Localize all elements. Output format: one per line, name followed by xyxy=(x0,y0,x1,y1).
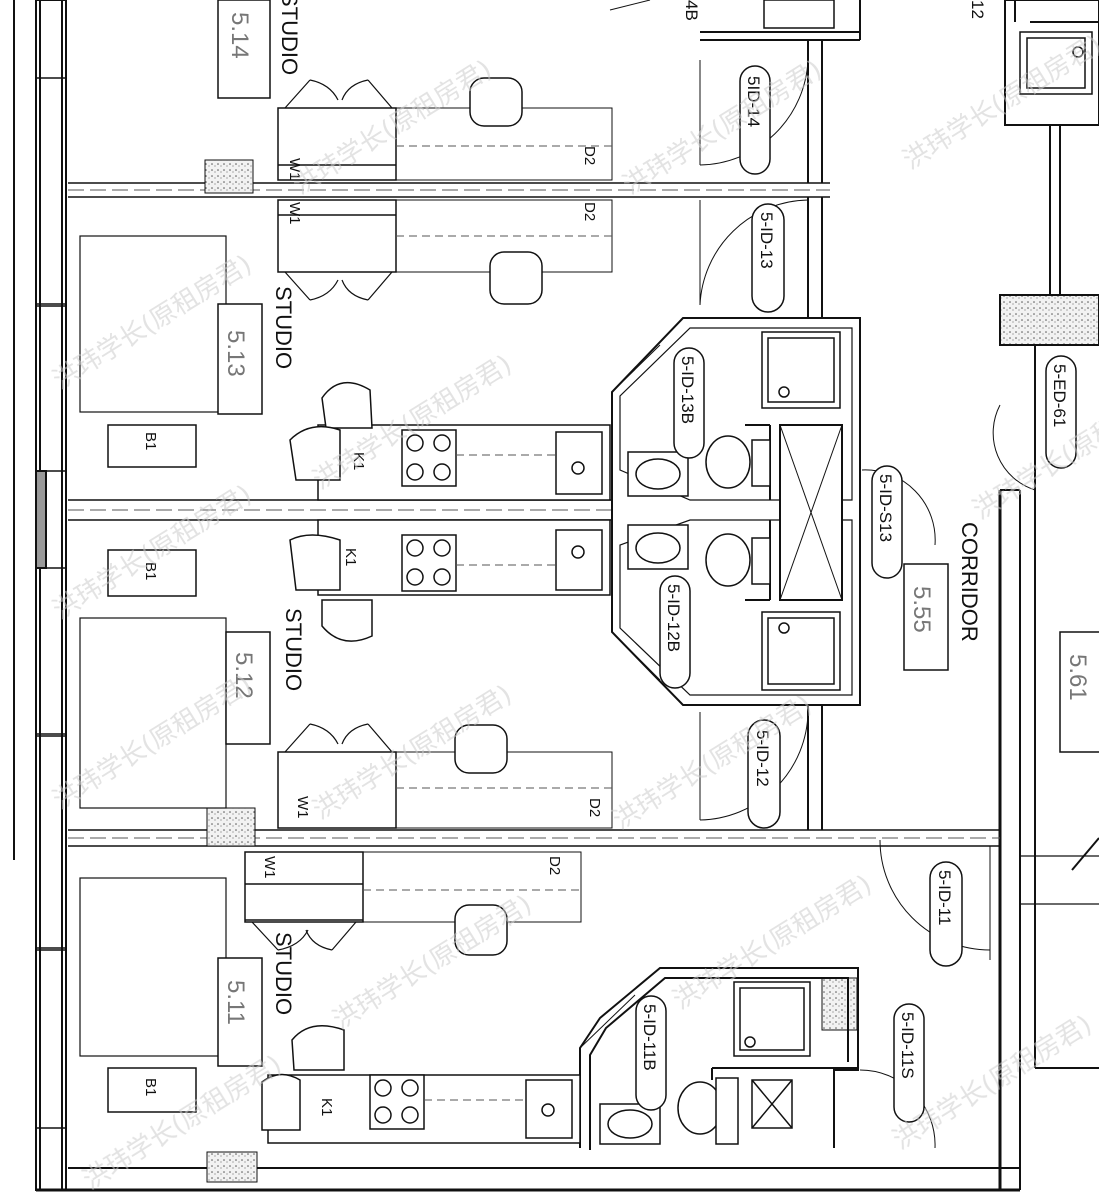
door-tag-5-ed-61: 5-ED-61 xyxy=(1050,364,1069,427)
bathroom-pod-11b xyxy=(579,967,859,1150)
label-d2: D2 xyxy=(586,798,603,817)
room-labels: STUDIO 5.14 STUDIO 5.13 STUDIO 5.12 STUD… xyxy=(222,0,1091,1025)
dashed-guides xyxy=(363,145,612,1101)
door-tag-5id-14: 5ID-14 xyxy=(744,76,763,127)
door-tag-5-id-11: 5-ID-11 xyxy=(935,870,954,925)
fixture-labels: W1 D2 W1 D2 K1 K1 B1 B1 W1 D2 W1 D2 K1 B… xyxy=(142,146,603,1116)
door-tag-top-4b: 4B xyxy=(682,0,701,21)
door-tag-top-12: 12 xyxy=(968,0,987,19)
door-tag-5-id-12b: 5-ID-12B xyxy=(664,584,683,652)
watermark: 洪玮学长(原租房君) xyxy=(968,380,1099,526)
door-tag-5-id-s13: 5-ID-S13 xyxy=(876,474,895,542)
door-tag-5-id-13: 5-ID-13 xyxy=(757,212,776,269)
door-tag-5-id-12: 5-ID-12 xyxy=(753,730,772,787)
door-tag-5-id-11b: 5-ID-11B xyxy=(640,1004,659,1071)
label-b1: B1 xyxy=(142,562,159,580)
room-5-55-number: 5.55 xyxy=(908,586,935,633)
label-k1: K1 xyxy=(350,452,367,470)
showers xyxy=(733,0,1093,1057)
label-b1: B1 xyxy=(142,432,159,450)
label-b1: B1 xyxy=(142,1078,159,1096)
room-number-boxes xyxy=(217,0,1099,1067)
label-d2: D2 xyxy=(581,146,598,165)
room-5-55-name: CORRIDOR xyxy=(957,522,982,642)
label-w1: W1 xyxy=(294,796,311,819)
watermark: 洪玮学长(原租房君) xyxy=(898,30,1099,176)
door-tag-shapes xyxy=(635,65,1077,1123)
room-5-61-number: 5.61 xyxy=(1064,654,1091,701)
label-w1: W1 xyxy=(286,158,303,181)
furniture xyxy=(79,77,613,1144)
label-w1: W1 xyxy=(261,856,278,879)
room-5-14-number: 5.14 xyxy=(226,12,253,59)
room-5-12-number: 5.12 xyxy=(230,652,257,699)
watermark: 洪玮学长(原租房君) xyxy=(618,55,828,201)
watermark: 洪玮学长(原租房君) xyxy=(48,480,258,626)
room-5-13-number: 5.13 xyxy=(222,330,249,377)
columns xyxy=(204,159,858,1183)
room-5-11-name: STUDIO xyxy=(271,932,296,1015)
room-5-13-name: STUDIO xyxy=(271,286,296,369)
door-tags: 5ID-14 5-ID-13 5-ID-13B 5-ID-S13 5-ID-12… xyxy=(640,0,1069,1079)
corridor-marks xyxy=(1020,837,1099,905)
door-swings xyxy=(579,0,1036,1149)
label-d2: D2 xyxy=(546,856,563,875)
watermark: 洪玮学长(原租房君) xyxy=(608,690,818,836)
label-k1: K1 xyxy=(318,1098,335,1116)
door-tag-5-id-11s: 5-ID-11S xyxy=(898,1012,917,1079)
sanitary-fixtures xyxy=(599,435,793,1145)
wardrobe-doors xyxy=(251,79,393,951)
label-d2: D2 xyxy=(581,202,598,221)
room-5-14-name: STUDIO xyxy=(277,0,302,75)
top-bathroom xyxy=(999,0,1099,346)
room-5-12-name: STUDIO xyxy=(281,608,306,691)
room-5-11-number: 5.11 xyxy=(222,980,249,1025)
corridor-walls xyxy=(700,0,861,830)
label-w1: W1 xyxy=(286,202,303,225)
label-k1: K1 xyxy=(342,548,359,566)
door-tag-5-id-13b: 5-ID-13B xyxy=(678,356,697,424)
